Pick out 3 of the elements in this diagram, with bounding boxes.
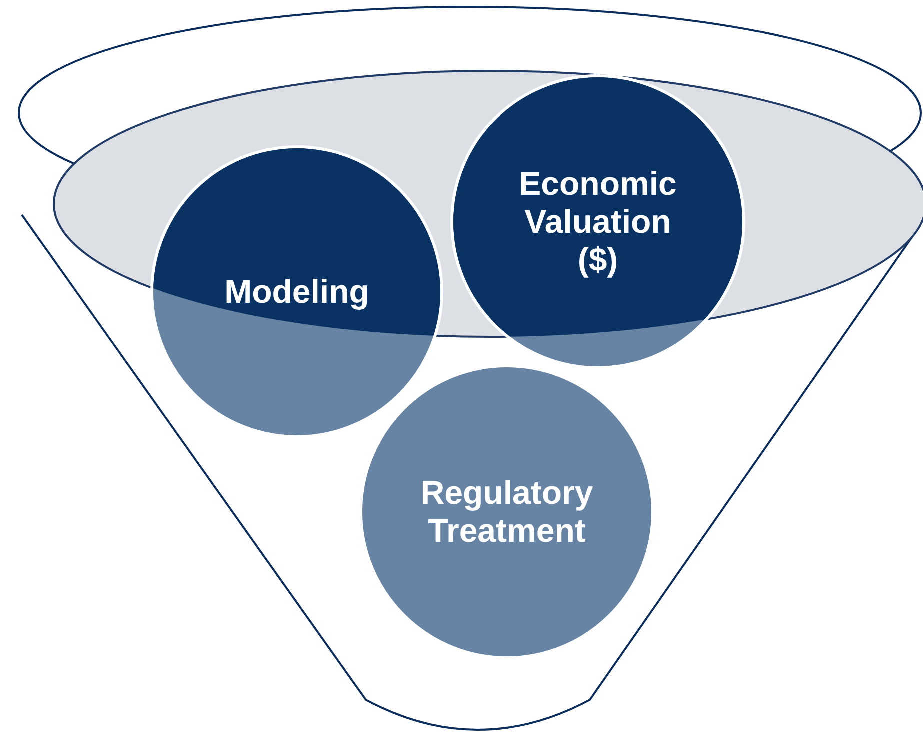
node-label: Modeling [224, 273, 370, 311]
node-label: Economic Valuation ($) [518, 165, 678, 279]
node-label: Regulatory Treatment [420, 474, 594, 550]
